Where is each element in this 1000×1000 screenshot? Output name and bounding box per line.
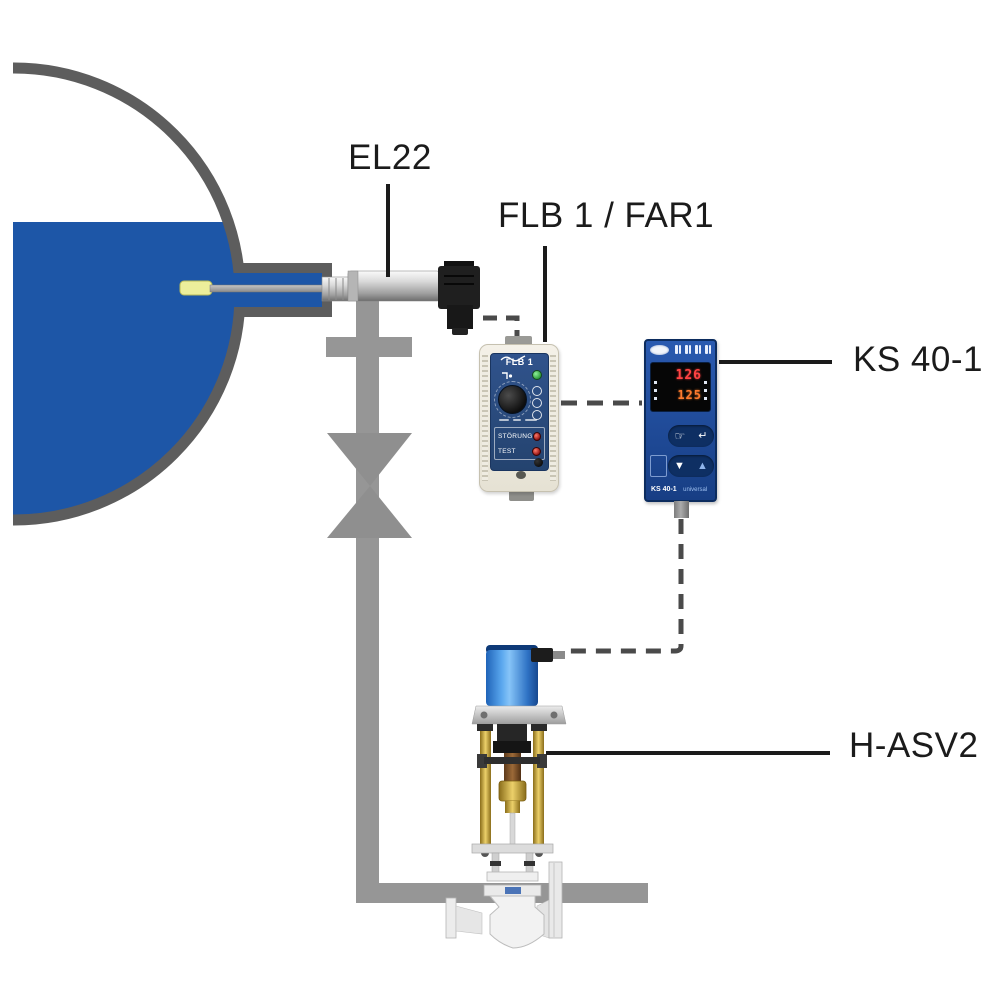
power-led-icon [532,370,542,380]
flb-title: FLB 1 [505,357,534,367]
valve-right-flange [548,861,563,939]
ks-model-label: KS 40-1 [651,486,677,493]
label-lines [386,184,832,755]
flb-transmitter-device: FLB 1 STÖRUNG [479,336,559,501]
actuator-connector-stub [553,651,565,659]
pipe-valve-symbol-bottom [327,486,412,538]
brand-logo-icon [500,355,526,362]
test-label: TEST [498,447,516,455]
storage-tank [13,62,246,526]
function-key-group: ☞ ↵ [668,425,714,447]
flb-alarm-box: STÖRUNG TEST [494,427,545,460]
signal-line-probe-to-flb [483,315,520,344]
flb-mounting-screw [516,471,526,479]
ks40-housing: 126 125 ☞ ↵ ▼ ▲ KS 40-1 universal [644,339,717,502]
probe-body [347,270,441,302]
probe-tip [179,280,213,296]
ks-mounting-stub [674,501,689,518]
actuator-bracket [484,757,540,764]
fault-label: STÖRUNG [498,432,533,440]
process-display: 126 125 [650,362,711,412]
down-arrow-icon[interactable]: ▼ [674,459,685,472]
control-valve-body [445,861,563,949]
valve-globe-body [488,895,545,949]
signal-line-ks-to-actuator [566,519,684,654]
actuator-yoke-column-left [480,724,491,850]
hand-key-icon[interactable]: ☞ [674,429,686,443]
pipe-flange [326,337,412,357]
probe-rod [209,284,325,293]
label-ks40: KS 40-1 [853,340,983,379]
test-led-icon [532,446,541,456]
buzzer-icon [534,458,543,467]
up-arrow-icon[interactable]: ▲ [697,459,708,472]
setpoint-value: 125 [677,388,702,402]
sensitivity-knob[interactable] [494,381,531,418]
signal-lines [483,315,684,654]
ks40-controller-device: 126 125 ☞ ↵ ▼ ▲ KS 40-1 universal [644,339,717,502]
actuator-h-asv2 [471,645,567,897]
valve-tag [505,887,521,894]
ks-model-footer: KS 40-1 universal [651,478,707,496]
arrow-key-group: ▼ ▲ [668,455,714,477]
actuator-coupling [497,724,527,741]
probe-cable-connector [438,261,480,335]
pipe-vertical [356,298,379,886]
level-probe-icon [502,372,513,379]
mode-icon-2 [532,398,542,408]
actuator-connector [531,648,553,662]
actuator-motor [486,650,538,706]
process-value: 126 [675,368,702,383]
yoke-base-plate [471,843,554,854]
flb-front-panel: FLB 1 STÖRUNG [490,353,549,471]
mode-icon-1 [532,386,542,396]
label-el22: EL22 [348,138,432,177]
fault-led-icon [532,431,541,441]
actuator-mounting-plate [471,705,567,725]
actuator-brass-nut [498,780,527,802]
actuator-yoke-column-right [533,724,544,850]
flb-housing: FLB 1 STÖRUNG [479,344,559,492]
enter-key-icon[interactable]: ↵ [698,429,708,442]
pipe-valve-symbol-top [327,433,412,486]
mode-icon-3 [532,410,542,420]
ks-model-suffix: universal [683,487,708,493]
tank-liquid [13,222,235,515]
valve-left-flange [445,897,457,939]
label-hasv2: H-ASV2 [849,726,979,765]
flb-terminal-ribs-left [482,355,488,481]
level-probe-el22 [179,261,480,335]
label-flb-far: FLB 1 / FAR1 [498,196,715,235]
output-indicator-bars [675,345,711,354]
label-window [650,455,667,477]
valve-bonnet-flange-upper [486,871,539,882]
brand-logo-oval-icon [650,345,669,355]
flb-terminal-ribs-right [550,355,556,481]
